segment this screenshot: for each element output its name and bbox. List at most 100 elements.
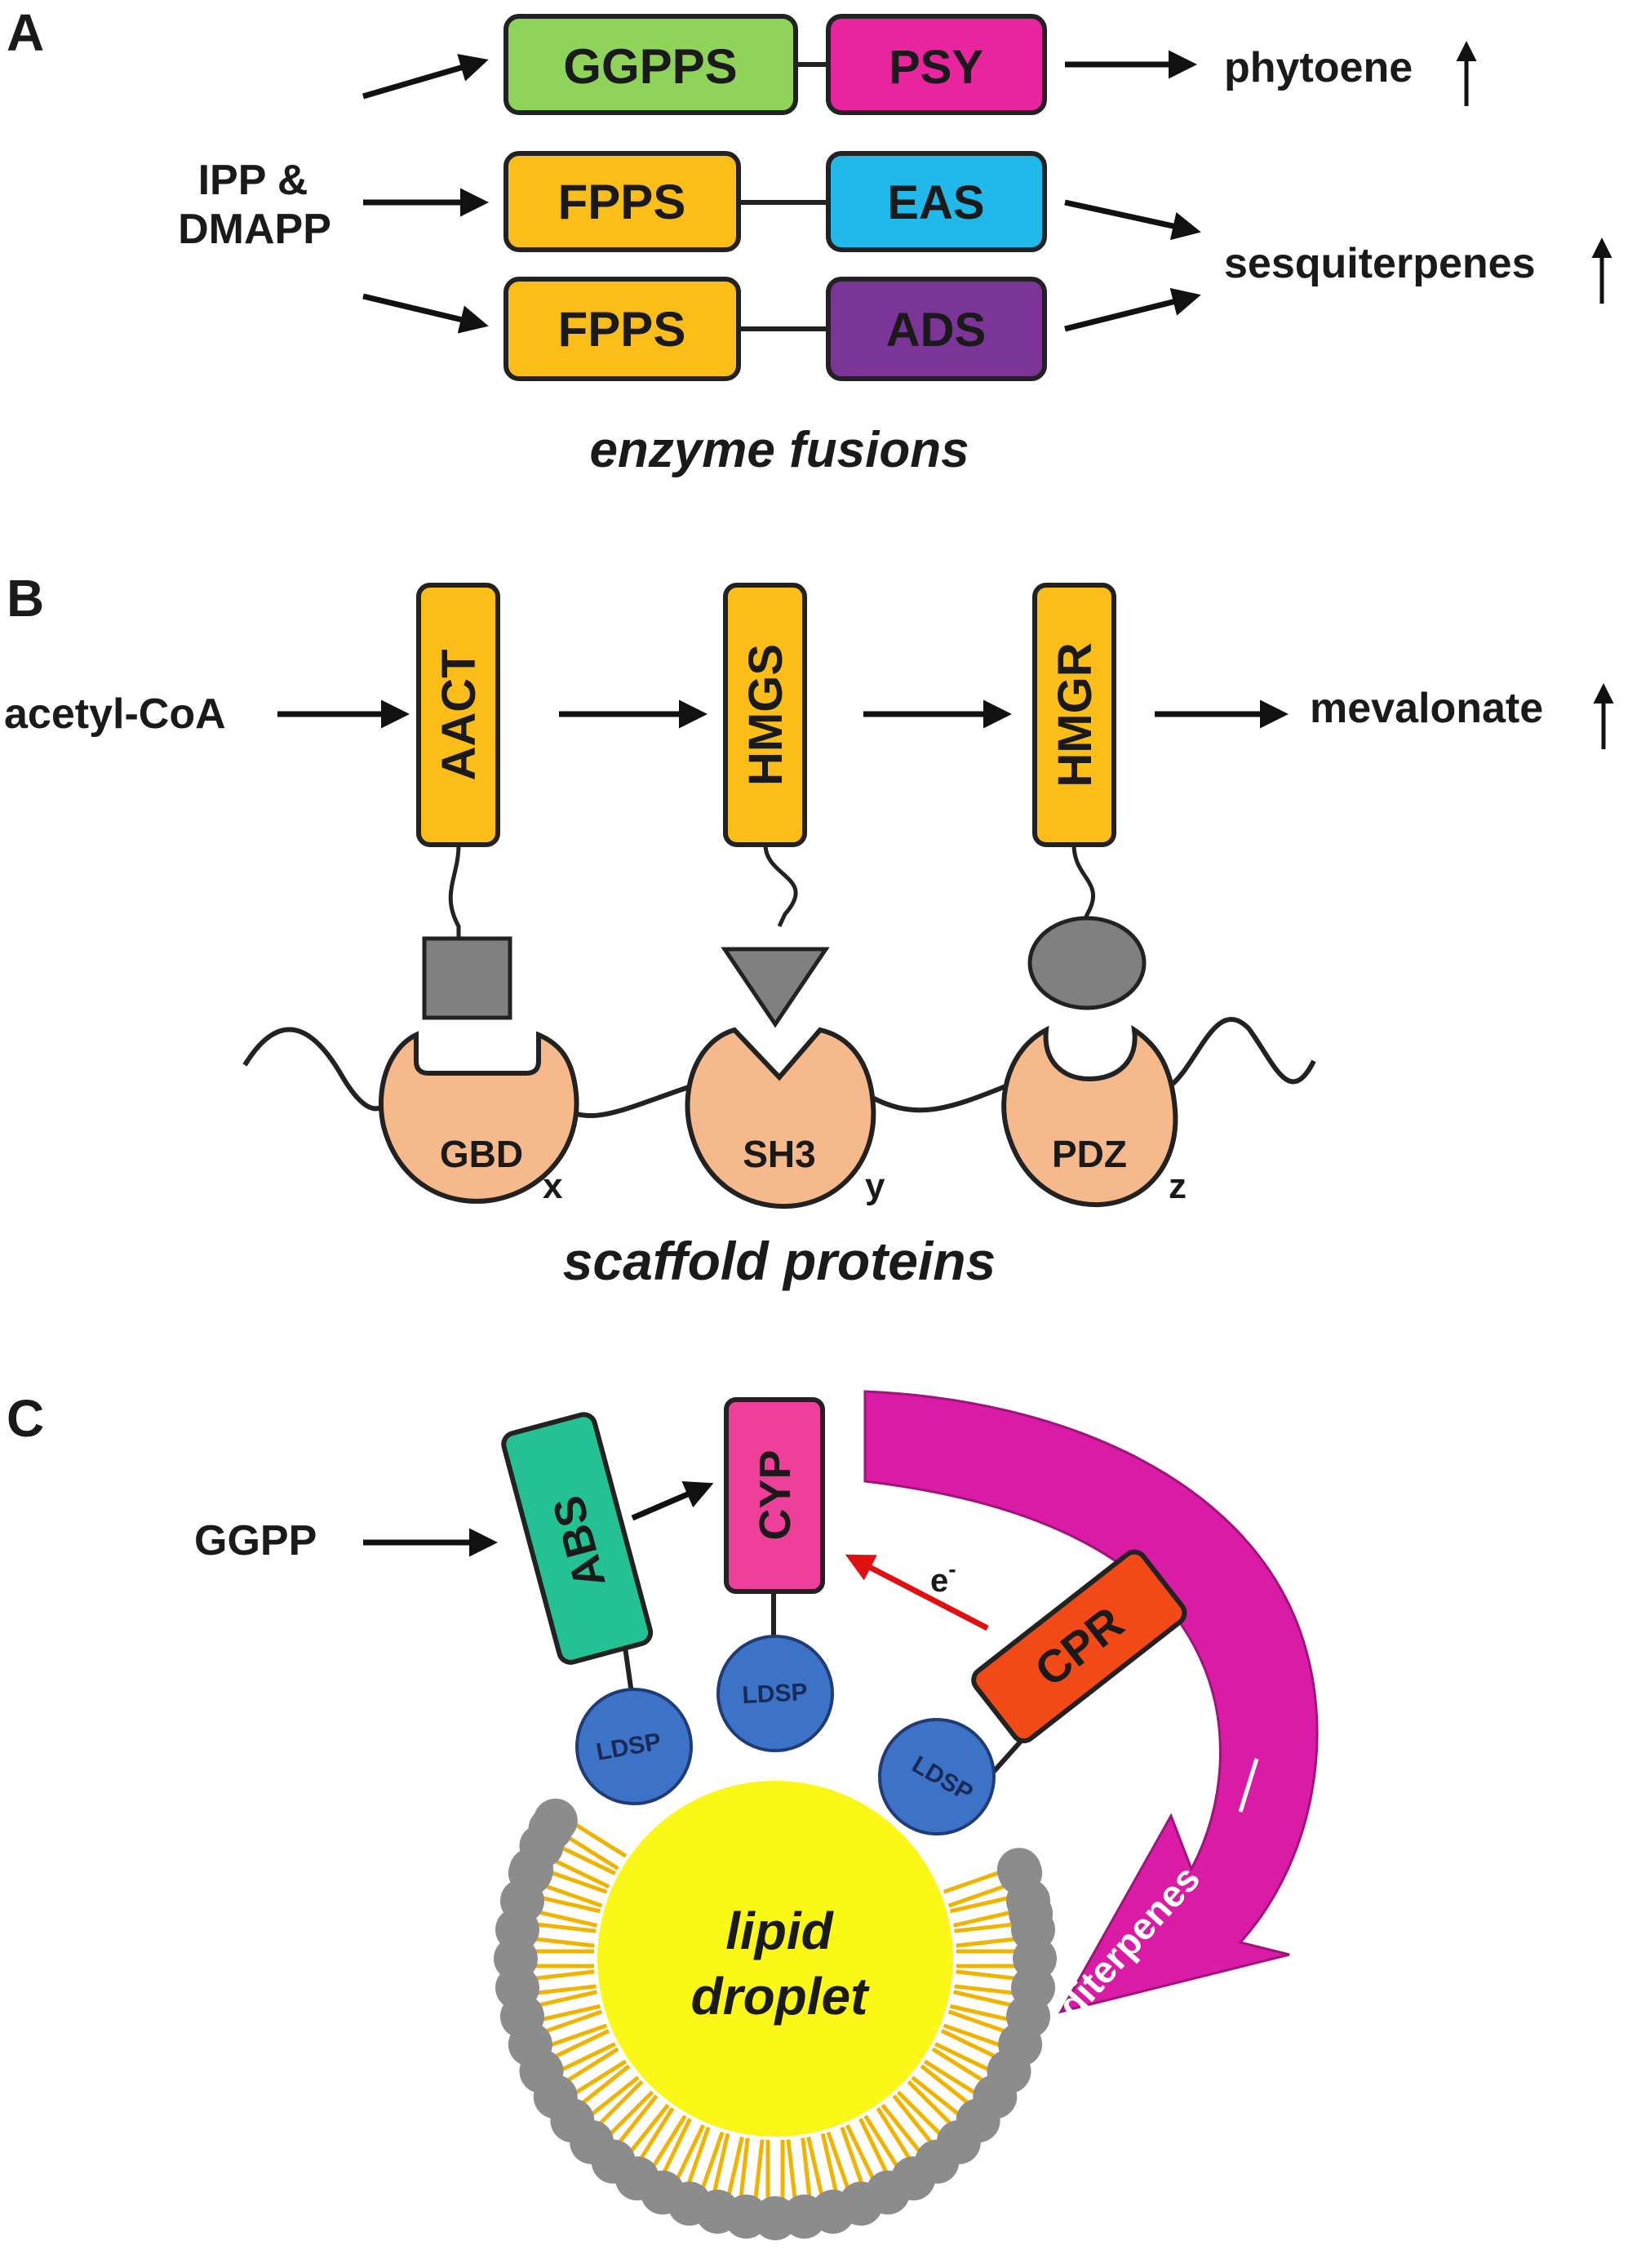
lipid-tail xyxy=(579,2064,631,2106)
lipid-tail xyxy=(535,1910,598,1928)
lipid-tail xyxy=(786,2139,797,2202)
subscript-y: y xyxy=(865,1166,885,1206)
lipid-tail xyxy=(685,2126,711,2187)
lipid-tail xyxy=(606,2090,654,2137)
lipid-tail xyxy=(820,2133,839,2195)
lipid-tail xyxy=(535,1990,598,2008)
lipid-tail xyxy=(564,1833,619,1871)
eas-box xyxy=(826,151,1047,252)
lipid-tail xyxy=(539,2004,601,2022)
subscript-z: z xyxy=(1169,1166,1187,1206)
ggpps-label: GGPPS xyxy=(563,39,737,94)
pdz-label: PDZ xyxy=(1052,1133,1127,1175)
psy-box xyxy=(826,14,1047,115)
lipid-tail xyxy=(826,2131,851,2192)
linker-b3 xyxy=(1071,844,1096,920)
cyp-label: CYP xyxy=(751,1449,800,1540)
panel-b-caption: scaffold proteins xyxy=(563,1231,996,1291)
linker-b1 xyxy=(448,844,461,939)
droplet-label-line2: droplet xyxy=(691,1967,871,2026)
diterpenes-up-arrow xyxy=(1238,1758,1259,1813)
sesquiterpenes-label: sesquiterpenes xyxy=(1224,240,1536,287)
lipid-tail xyxy=(863,2115,901,2170)
lipid-tail xyxy=(947,2009,1009,2035)
lipid-tail xyxy=(661,2118,692,2176)
ligand-ellipse xyxy=(1027,916,1147,1010)
lipid-tail xyxy=(801,2137,812,2200)
lipid-tail xyxy=(572,1821,628,1858)
panel-b: B acetyl-CoA mevalonate AACT HMGS HMGR G… xyxy=(4,569,1614,1291)
lipid-tail xyxy=(532,1937,595,1948)
lipid-tail xyxy=(911,2075,962,2118)
panel-a-substrate-line2: DMAPP xyxy=(178,206,331,253)
ldsp-2-label: LDSP xyxy=(742,1679,809,1709)
panel-a: A IPP & DMAPP GGPPS PSY FPPS EAS FPPS AD… xyxy=(7,3,1612,478)
lipid-tail xyxy=(840,2126,865,2187)
ads-box xyxy=(826,277,1047,381)
lipid-tail xyxy=(674,2124,706,2182)
lipid-tail xyxy=(542,1883,603,1908)
arrow-a3-in xyxy=(362,293,489,334)
panel-a-caption: enzyme fusions xyxy=(589,422,969,478)
lipid-tail xyxy=(542,2009,603,2035)
lipid-tail xyxy=(552,2028,610,2060)
lipid-tail xyxy=(572,2059,628,2097)
lipid-tail xyxy=(637,2106,675,2162)
lipid-tail xyxy=(650,2115,687,2170)
lipid-monolayer xyxy=(494,1798,1057,2240)
lipid-head xyxy=(528,1807,573,1851)
lipid-tail xyxy=(547,2023,608,2048)
lipid-tail xyxy=(564,2047,619,2084)
lipid-tail xyxy=(552,1857,610,1889)
lipid-tail xyxy=(881,2103,923,2155)
lipid-tail xyxy=(947,1883,1009,1908)
psy-label: PSY xyxy=(889,41,983,94)
lipid-tail xyxy=(943,1869,1004,1894)
droplet-core xyxy=(597,1781,953,2137)
eas-label: EAS xyxy=(887,176,984,229)
lipid-tail xyxy=(943,2023,1004,2048)
lipid-droplet: lipid droplet xyxy=(494,1781,1057,2240)
lipid-tail xyxy=(539,1895,601,1914)
ldsp-1 xyxy=(575,1688,693,1805)
ldsp-2 xyxy=(716,1635,834,1752)
lipid-tail xyxy=(949,2004,1012,2022)
lipid-tail xyxy=(952,1990,1015,2008)
phytoene-label: phytoene xyxy=(1224,44,1413,91)
lipid-tail xyxy=(597,2079,644,2128)
gbd-label: GBD xyxy=(440,1133,523,1175)
droplet-label-line1: lipid xyxy=(725,1902,834,1960)
lipid-tail xyxy=(534,1984,597,1995)
arrow-a3-out xyxy=(1064,287,1201,332)
sh3-label: SH3 xyxy=(743,1133,815,1175)
lipid-tail xyxy=(934,2042,992,2073)
lipid-tail xyxy=(558,2042,616,2073)
lipid-tail xyxy=(952,1910,1015,1928)
arrow-a2-out xyxy=(1064,199,1201,241)
lipid-head xyxy=(509,1848,554,1893)
lipid-tail xyxy=(806,2136,824,2199)
lipid-tail xyxy=(876,2106,913,2162)
lipid-tail xyxy=(628,2103,670,2155)
ligand-triangle xyxy=(721,947,830,1028)
subscript-x: x xyxy=(543,1166,563,1206)
lipid-tail xyxy=(940,2028,999,2060)
ads-label: ADS xyxy=(886,304,986,357)
lipid-tail xyxy=(954,1922,1017,1933)
sh3-domain xyxy=(685,1027,876,1209)
lipid-tail xyxy=(699,2131,725,2192)
lipid-tail xyxy=(712,2133,730,2195)
lipid-tail xyxy=(907,2079,954,2128)
lipid-tail xyxy=(956,1937,1018,1948)
fpps-label-2: FPPS xyxy=(558,302,686,357)
fpps-label-1: FPPS xyxy=(558,175,686,229)
lipid-tail xyxy=(949,1895,1012,1914)
lipid-tail xyxy=(753,2139,765,2202)
pdz-domain xyxy=(1001,1024,1178,1208)
hmgs-label: HMGS xyxy=(739,644,792,786)
arrow-a1-in xyxy=(362,54,489,100)
panel-c: C GGPP diterpenes lipid droplet ABS CYP … xyxy=(7,1389,1319,2240)
panel-a-letter: A xyxy=(7,3,44,62)
lipid-tail xyxy=(858,2118,889,2176)
panel-c-letter: C xyxy=(7,1389,44,1448)
